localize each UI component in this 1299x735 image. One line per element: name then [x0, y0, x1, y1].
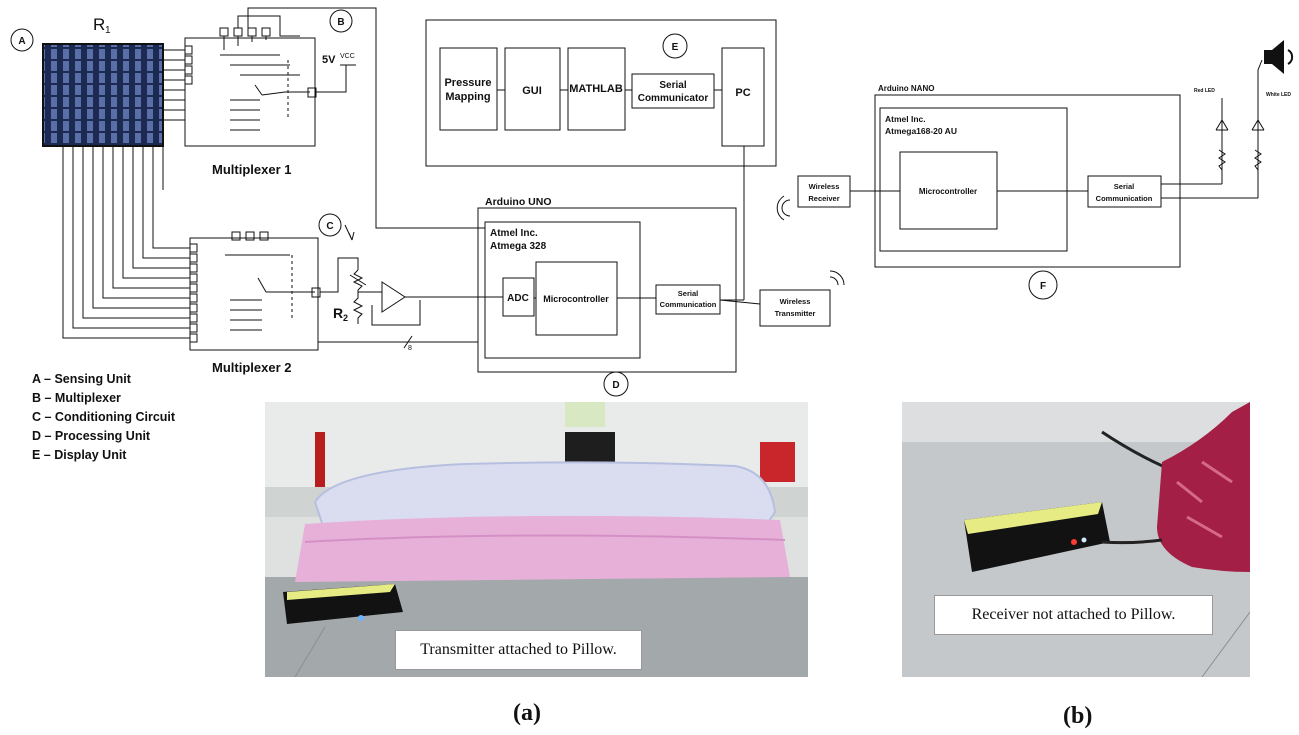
uno-microcontroller-label: Microcontroller [543, 294, 609, 304]
panel-label-b: (b) [1063, 703, 1093, 729]
r2-label: R [333, 305, 343, 321]
nano-chip-line1: Atmel Inc. [885, 114, 926, 124]
multiplexer2-label: Multiplexer 2 [212, 360, 291, 375]
nano-microcontroller-label: Microcontroller [919, 187, 977, 196]
red-led-label: Red LED [1194, 88, 1215, 94]
uno-serial-line2: Communication [660, 300, 717, 309]
uno-chip-line1: Atmel Inc. [490, 228, 538, 239]
adc-label: ADC [507, 293, 529, 304]
serial-communicator-line1: Serial [659, 80, 686, 91]
nano-serial-line1: Serial [1114, 182, 1134, 191]
bus-width-label: 8 [408, 345, 412, 352]
legend-item-e: E – Display Unit [32, 448, 127, 462]
display-unit-box [425, 19, 777, 167]
mathlab-label: MATHLAB [569, 83, 623, 95]
multiplexer1-box [184, 37, 316, 147]
pc-block [721, 47, 765, 147]
pressure-mapping-line1: Pressure [444, 77, 491, 89]
arduino-nano-box [874, 94, 1181, 268]
legend-item-b: B – Multiplexer [32, 391, 121, 405]
vcc-5v-label: 5V [322, 54, 336, 66]
legend-item-c: C – Conditioning Circuit [32, 410, 176, 424]
r1-subscript: 1 [105, 25, 111, 36]
wireless-transmitter-line1: Wireless [780, 297, 811, 306]
pressure-mapping-line2: Mapping [445, 91, 490, 103]
uno-serial-line1: Serial [678, 289, 698, 298]
arduino-uno-box [477, 207, 737, 373]
marker-b: B [337, 17, 344, 28]
speaker-icon [1264, 40, 1294, 74]
photo-receiver: Receiver not attached to Pillow. [902, 402, 1250, 677]
white-led-label: White LED [1266, 92, 1291, 98]
legend-item-a: A – Sensing Unit [32, 372, 131, 386]
gui-block [504, 47, 561, 131]
legend: A – Sensing Unit B – Multiplexer C – Con… [32, 370, 175, 465]
nano-serial-line2: Communication [1096, 194, 1153, 203]
marker-e: E [672, 42, 679, 53]
uno-chip-line2: Atmega 328 [490, 241, 547, 252]
sensor-array [42, 43, 164, 147]
wireless-receiver-line1: Wireless [809, 182, 840, 191]
marker-d: D [612, 380, 619, 391]
marker-a: A [18, 36, 25, 47]
wireless-transmitter-line2: Transmitter [775, 309, 816, 318]
panel-label-a: (a) [513, 700, 541, 726]
pc-label: PC [735, 87, 750, 99]
pressure-mapping-block [439, 47, 498, 131]
arduino-nano-label: Arduino NANO [878, 84, 934, 93]
mathlab-block [567, 47, 626, 131]
multiplexer1-label: Multiplexer 1 [212, 162, 291, 177]
arduino-uno-label: Arduino UNO [485, 196, 552, 208]
legend-item-d: D – Processing Unit [32, 429, 151, 443]
r1-label: R [93, 15, 105, 34]
wireless-transmitter-block [759, 289, 831, 327]
serial-communicator-block [631, 73, 715, 109]
photo-transmitter: Transmitter attached to Pillow. [265, 402, 808, 677]
nano-chip-line2: Atmega168-20 AU [885, 126, 957, 136]
marker-f: F [1040, 281, 1046, 292]
vcc-label: VCC [340, 53, 355, 60]
atmega328-box [484, 221, 641, 359]
r2-subscript: 2 [343, 313, 348, 323]
atmega168-box [879, 107, 1068, 252]
serial-communicator-line2: Communicator [638, 93, 709, 104]
gui-label: GUI [522, 85, 542, 97]
marker-c: C [326, 221, 333, 232]
transmitter-caption: Transmitter attached to Pillow. [395, 630, 642, 670]
receiver-caption: Receiver not attached to Pillow. [934, 595, 1213, 635]
wireless-receiver-line2: Receiver [808, 194, 839, 203]
